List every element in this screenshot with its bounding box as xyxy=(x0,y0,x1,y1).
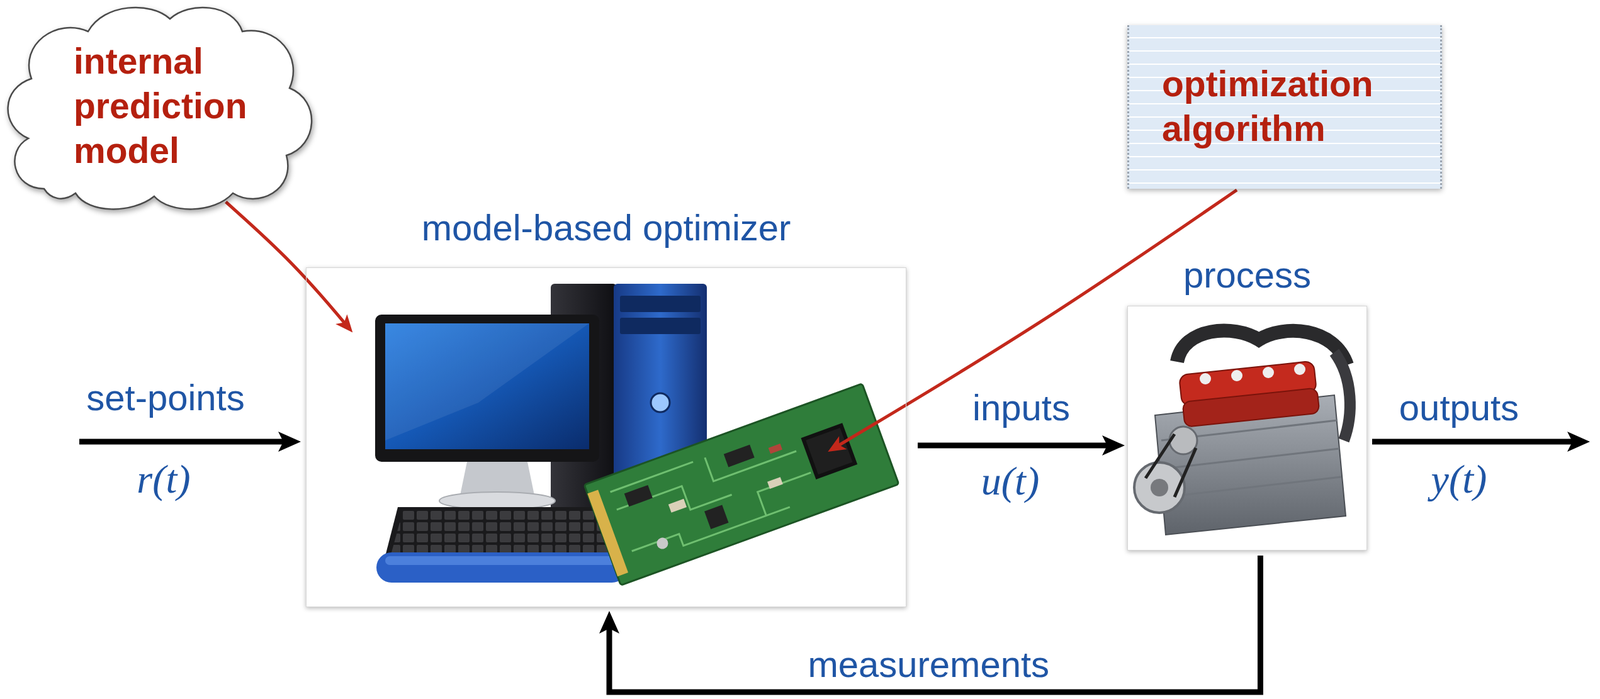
signal-symbol: u(t) xyxy=(981,458,1040,504)
edge-label: measurements xyxy=(803,643,1054,687)
engine-illustration-part xyxy=(1262,366,1274,379)
callout-text: internal prediction model xyxy=(73,39,288,174)
engine-illustration-part xyxy=(1150,478,1169,497)
computer-illustration-part-part xyxy=(584,383,899,586)
signal-symbol: r(t) xyxy=(136,456,191,503)
computer-illustration-part xyxy=(305,267,907,608)
signal-name: set-points xyxy=(86,376,245,420)
engine-illustration-part xyxy=(1231,370,1243,382)
edge-label: inputs xyxy=(968,387,1074,429)
computer-illustration-part xyxy=(376,552,627,583)
signal-name: set-points xyxy=(86,377,245,418)
computer-illustration-part xyxy=(385,323,590,441)
edge-label: measurements xyxy=(803,643,1054,685)
computer-illustration-part xyxy=(650,393,670,413)
computer-illustration-part-part xyxy=(704,504,729,529)
process-box: process xyxy=(1127,305,1368,551)
prediction-model-cloud: internal prediction model xyxy=(0,0,328,218)
set-points-arrow-part xyxy=(79,439,289,446)
edge-label: inputs xyxy=(968,386,1074,430)
signal-name: outputs xyxy=(1399,387,1519,429)
computer-illustration-part xyxy=(619,317,701,335)
computer-illustration-part-part xyxy=(767,477,784,490)
signal-arrow xyxy=(917,443,1113,449)
engine-illustration-part xyxy=(1334,352,1351,441)
set-points-arrow xyxy=(79,441,289,443)
computer-illustration-part-part xyxy=(668,499,687,513)
computer-illustration-part-part xyxy=(805,428,853,475)
engine-illustration-part xyxy=(1199,373,1212,385)
engine-illustration-part xyxy=(1182,388,1320,428)
computer-illustration-part-part xyxy=(723,445,755,468)
outputs-arrow-part xyxy=(1372,439,1578,446)
signal-symbol: y(t) xyxy=(1431,456,1488,503)
engine-illustration-part xyxy=(1127,305,1368,551)
callout-text: optimization algorithm xyxy=(1161,61,1414,152)
node-text: internal prediction model xyxy=(73,39,288,174)
signal-symbol: y(t) xyxy=(1431,456,1488,502)
callout-arrow xyxy=(836,190,1237,447)
algorithm-note: optimization algorithm xyxy=(1127,25,1443,189)
signal-name: outputs xyxy=(1399,386,1519,430)
engine-illustration-part xyxy=(1294,363,1306,376)
computer-illustration-part xyxy=(439,492,556,510)
computer-illustration-part-part xyxy=(768,443,783,454)
engine-illustration-part xyxy=(1161,420,1342,498)
computer-illustration-part xyxy=(385,556,619,566)
computer-illustration-part xyxy=(385,323,590,450)
cloud-outline xyxy=(8,7,313,209)
computer-illustration-part-part xyxy=(800,422,858,480)
computer-illustration-part xyxy=(619,295,701,313)
engine-illustration-part xyxy=(1169,426,1198,455)
computer-illustration-part xyxy=(385,507,624,557)
engine-illustration-part xyxy=(1177,331,1347,366)
engine-illustration xyxy=(1127,305,1368,551)
optimizer-box: model-based optimizer xyxy=(305,267,907,608)
outputs-arrow xyxy=(1372,441,1578,443)
signal-symbol: u(t) xyxy=(981,458,1040,505)
node-heading: process xyxy=(1183,253,1312,297)
computer-illustration-part-part xyxy=(587,489,629,577)
callout-arrow xyxy=(225,202,347,325)
signal-symbol: r(t) xyxy=(136,456,191,502)
engine-illustration-part xyxy=(1145,434,1196,498)
computer-illustration xyxy=(305,267,907,608)
computer-illustration-part-part xyxy=(655,536,670,551)
signal-arrow xyxy=(609,555,1261,693)
computer-illustration-part xyxy=(375,314,600,462)
computer-illustration-part-part xyxy=(624,485,653,507)
computer-illustration-part-part xyxy=(610,425,820,564)
computer-illustration-part xyxy=(584,383,899,586)
node-text: optimization algorithm xyxy=(1161,61,1414,152)
node-heading: model-based optimizer xyxy=(421,206,792,250)
computer-illustration-part xyxy=(391,511,617,553)
